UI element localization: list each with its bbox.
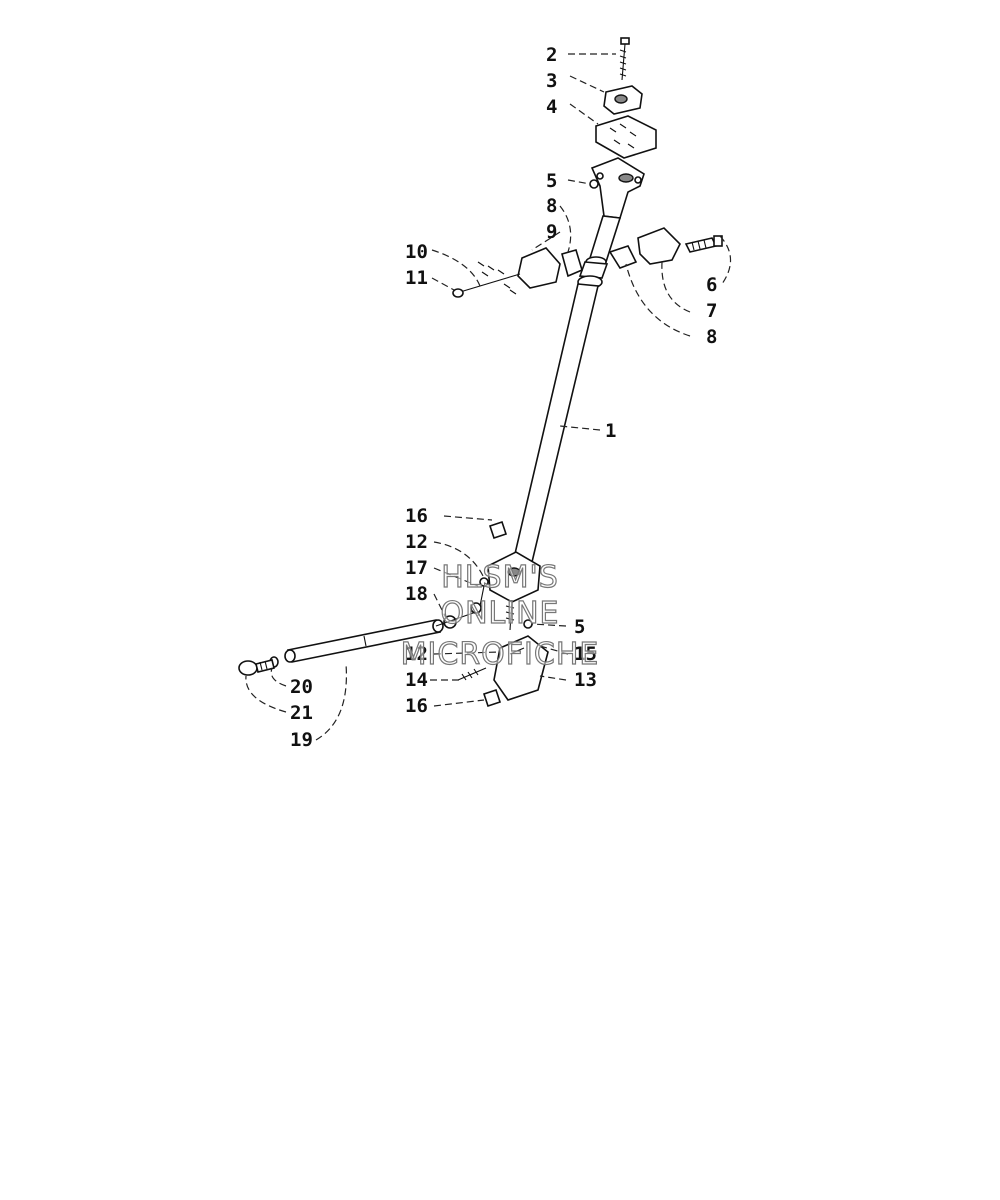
clamp-bolt-part xyxy=(452,261,521,298)
callout-21: 21 xyxy=(290,702,313,724)
cap-part xyxy=(488,520,508,540)
callout-10: 10 xyxy=(405,241,428,263)
bushing-block-part xyxy=(595,115,657,159)
watermark-line-3: MICROFICHE xyxy=(401,637,600,672)
upper-bracket-part xyxy=(590,157,645,219)
right-clamp-part xyxy=(608,227,723,269)
callout-7: 7 xyxy=(706,300,717,322)
callout-19: 19 xyxy=(290,729,313,751)
callout-8: 8 xyxy=(706,326,717,348)
callout-16: 16 xyxy=(405,505,428,527)
callout-15: 15 xyxy=(574,643,597,665)
leader-lines xyxy=(245,53,732,741)
pivot-bolt-part xyxy=(443,577,489,629)
cap-part xyxy=(482,688,502,708)
callout-12: 12 xyxy=(405,531,428,553)
callout-labels: 1 2 3 4 5 8 9 10 11 6 7 8 16 12 17 18 5 … xyxy=(290,44,717,751)
upper-clamp-part xyxy=(603,85,643,115)
screw-part xyxy=(619,37,630,81)
parts-drawing xyxy=(238,37,723,708)
callout-8: 8 xyxy=(546,195,557,217)
lower-bolt-part xyxy=(457,667,487,681)
callout-18: 18 xyxy=(405,583,428,605)
callout-11: 11 xyxy=(405,267,428,289)
callout-1: 1 xyxy=(605,420,616,442)
lower-column-block xyxy=(487,551,541,631)
callout-5: 5 xyxy=(546,170,557,192)
callout-2: 2 xyxy=(546,44,557,66)
ball-joint-part xyxy=(238,659,275,676)
callout-9: 9 xyxy=(546,221,557,243)
watermark-line-2: ONLINE xyxy=(440,596,559,631)
callout-16: 16 xyxy=(405,695,428,717)
tie-rod-part xyxy=(284,611,477,663)
left-clamp-part xyxy=(517,247,583,289)
callout-20: 20 xyxy=(290,676,313,698)
callout-6: 6 xyxy=(706,274,717,296)
callout-4: 4 xyxy=(546,96,557,118)
callout-13: 13 xyxy=(574,669,597,691)
callout-5: 5 xyxy=(574,616,585,638)
callout-12: 12 xyxy=(405,643,428,665)
callout-14: 14 xyxy=(405,669,428,691)
callout-17: 17 xyxy=(405,557,428,579)
watermark-line-1: HLSM'S xyxy=(441,560,559,595)
callout-3: 3 xyxy=(546,70,557,92)
watermark: HLSM'S ONLINE MICROFICHE xyxy=(400,559,600,672)
lower-bracket-part xyxy=(493,635,549,701)
nut-part xyxy=(589,179,599,189)
